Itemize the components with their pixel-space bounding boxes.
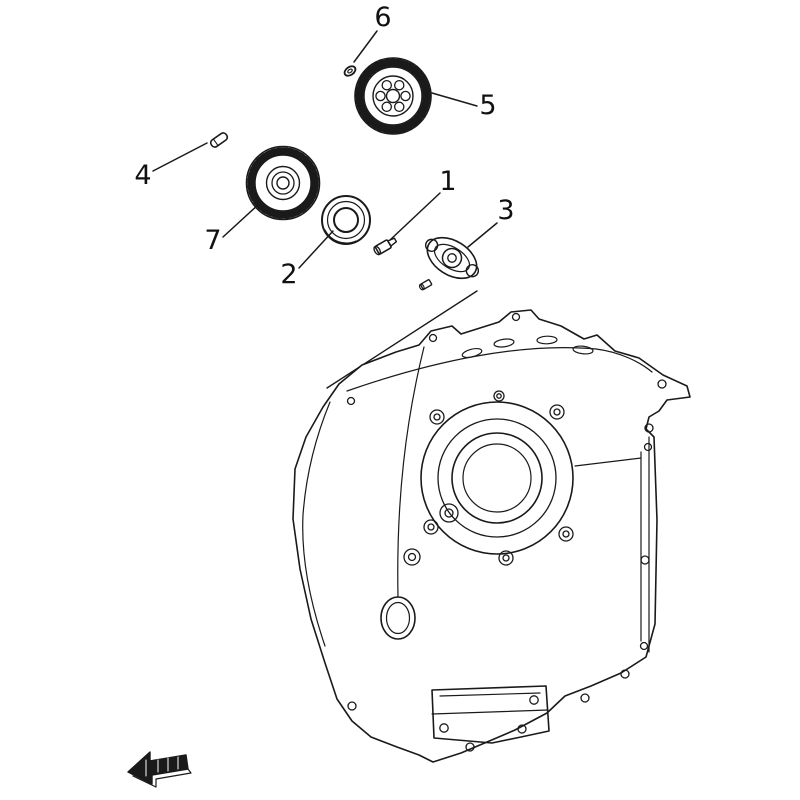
callout-3: 3 [497, 195, 514, 226]
leader-lines [152, 30, 498, 269]
leader-line-5 [431, 92, 478, 107]
washer-6 [343, 65, 357, 77]
bolt-holes [403, 390, 574, 566]
bolt-1 [373, 237, 398, 256]
callout-5: 5 [479, 90, 496, 121]
gear-5 [354, 57, 432, 135]
callout-7: 7 [204, 225, 221, 256]
assembly-axis-line [326, 290, 478, 389]
pump-bolt [418, 279, 433, 291]
direction-arrow-icon [127, 751, 192, 788]
leader-line-3 [467, 222, 498, 248]
edge-bolt-eyes [346, 312, 667, 752]
callout-2: 2 [280, 259, 297, 290]
leader-line-7 [222, 203, 260, 238]
pin-4 [209, 132, 229, 148]
bearing-2 [321, 195, 371, 245]
leader-line-4 [152, 142, 208, 172]
callout-4: 4 [134, 160, 151, 191]
callout-labels: 6 5 4 1 3 7 2 [134, 2, 514, 290]
crankcase [292, 309, 691, 763]
leader-line-6 [353, 30, 378, 63]
leader-line-1 [389, 192, 441, 241]
callout-1: 1 [439, 166, 456, 197]
callout-6: 6 [374, 2, 391, 33]
leader-line-2 [298, 230, 334, 269]
oil-pump-3 [418, 236, 480, 291]
gear-7 [245, 145, 321, 221]
